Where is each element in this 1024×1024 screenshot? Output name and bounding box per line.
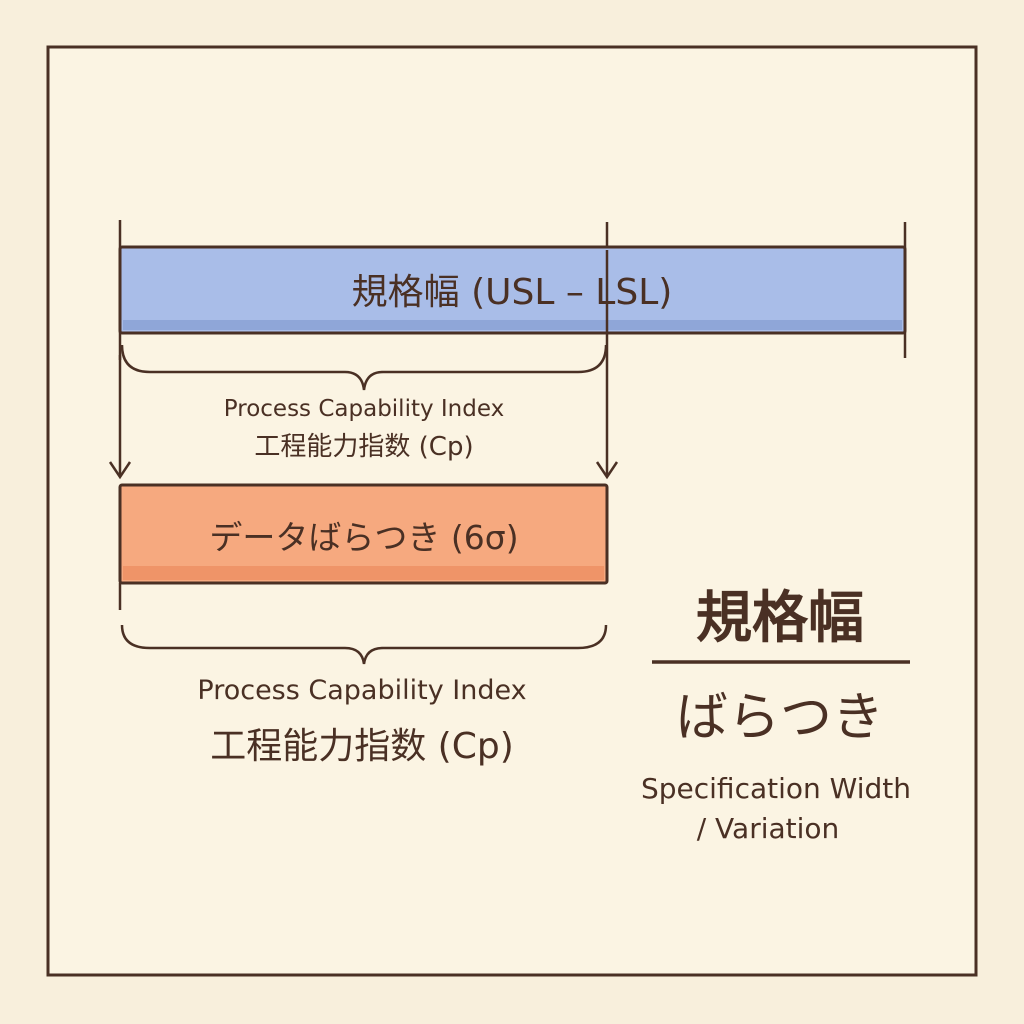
data-variation-label: データばらつき (6σ) [209, 518, 518, 557]
spec-width-bar: 規格幅 (USL – LSL) [118, 245, 907, 335]
formula-denominator: ばらつき [676, 688, 884, 748]
data-variation-bar: データばらつき (6σ) [118, 483, 609, 585]
lower-brace [120, 624, 608, 665]
formula-caption-line1: Specification Width [641, 772, 911, 805]
formula-numerator: 規格幅 [696, 586, 864, 651]
lower-brace-label-en: Process Capability Index [197, 675, 526, 706]
upper-brace-label-en: Process Capability Index [224, 396, 504, 422]
upper-brace-label-ja: 工程能力指数 (Cp) [254, 432, 473, 462]
lower-brace-label-ja: 工程能力指数 (Cp) [210, 726, 514, 767]
down-arrows [108, 250, 619, 480]
cp-formula: 規格幅 ばらつき Specification Width / Variation [641, 586, 911, 845]
spec-width-label: 規格幅 (USL – LSL) [352, 272, 673, 313]
formula-caption-line2: / Variation [697, 812, 840, 845]
upper-brace [120, 344, 608, 391]
